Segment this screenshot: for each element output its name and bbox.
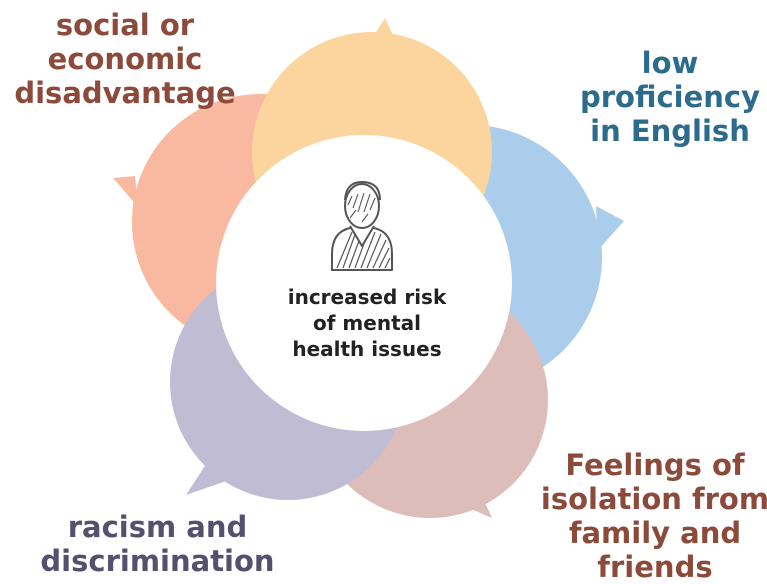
label-isolation: Feelings of isolation from family and fr… — [540, 448, 767, 584]
label-english-proficiency: low proficiency in English — [579, 46, 761, 148]
center-label: increased risk of mental health issues — [287, 285, 447, 361]
label-racism: racism and discrimination — [40, 510, 275, 578]
center-circle — [216, 135, 512, 431]
person-icon — [331, 181, 393, 271]
label-social-economic: social or economic disadvantage — [14, 8, 236, 110]
